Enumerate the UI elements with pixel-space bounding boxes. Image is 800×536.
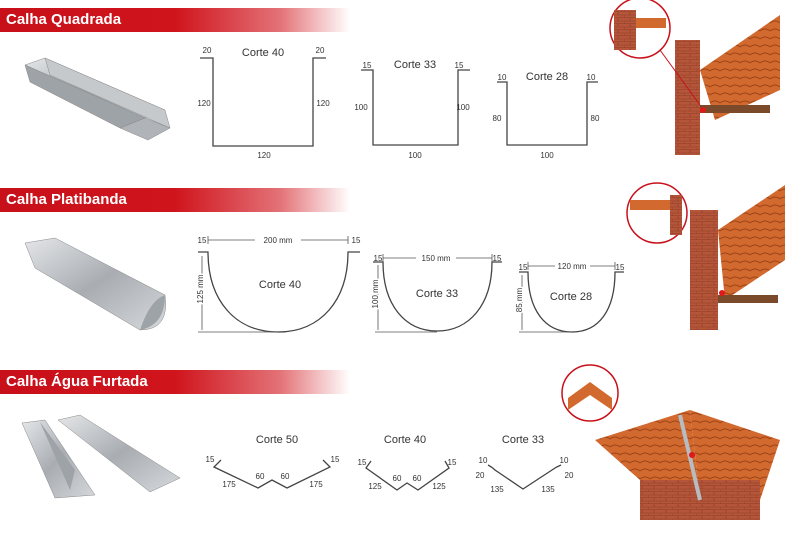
dimension-label: 100: [540, 151, 554, 160]
valley-gutter-image: [21, 414, 181, 499]
banner-calha-agua-furtada: Calha Água Furtada: [0, 370, 350, 394]
section-title: Calha Quadrada: [6, 11, 122, 28]
cut-name: Corte 50: [256, 434, 298, 446]
dimension-label: 20: [316, 46, 325, 55]
dimension-label: 80: [493, 114, 502, 123]
dimension-label: 135: [541, 485, 555, 494]
dimension-label: 10: [498, 73, 507, 82]
banner-calha-quadrada: Calha Quadrada: [0, 8, 350, 32]
dimension-label: 150 mm: [422, 254, 451, 263]
square-gutter-image: [24, 57, 171, 141]
dimension-label: 15: [616, 263, 625, 272]
dimension-label: 60: [413, 474, 422, 483]
dimension-label: 135: [490, 485, 504, 494]
valley-gutter-roof-illustration: [561, 364, 780, 520]
dimension-label: 15: [358, 458, 367, 467]
dimension-label: 60: [256, 472, 265, 481]
square-cut-28: 10 Corte 28 10 80 80 100: [493, 71, 600, 160]
cut-name: Corte 40: [384, 434, 426, 446]
dimension-label: 200 mm: [264, 236, 293, 245]
dimension-label: 80: [591, 114, 600, 123]
dimension-label: 15: [519, 263, 528, 272]
cut-name: Corte 33: [416, 288, 458, 300]
parapet-gutter-roof-illustration: [626, 182, 785, 330]
section-title: Calha Platibanda: [6, 191, 127, 208]
square-cut-40: 20 Corte 40 20 120 120 120: [197, 46, 330, 160]
dimension-label: 120: [257, 151, 271, 160]
dimension-label: 125 mm: [196, 274, 205, 303]
dimension-label: 60: [393, 474, 402, 483]
cut-name: Corte 40: [259, 279, 301, 291]
dimension-label: 20: [203, 46, 212, 55]
dimension-label: 15: [352, 236, 361, 245]
section-title: Calha Água Furtada: [6, 373, 148, 390]
dimension-label: 15: [455, 61, 464, 70]
dimension-label: 120: [197, 99, 211, 108]
half-round-gutter-image: [24, 237, 166, 331]
cut-name: Corte 33: [502, 434, 544, 446]
dimension-label: 15: [448, 458, 457, 467]
dimension-label: 15: [198, 236, 207, 245]
dimension-label: 120 mm: [558, 262, 587, 271]
cut-name: Corte 40: [242, 47, 284, 59]
dimension-label: 20: [565, 471, 574, 480]
dimension-label: 15: [374, 254, 383, 263]
half-round-cut-40: 15 200 mm 15 125 mm Corte 40: [195, 236, 361, 333]
dimension-label: 100 mm: [371, 279, 380, 308]
dimension-label: 85 mm: [515, 287, 524, 312]
valley-cut-40: Corte 40 15 125 60 60 125 15: [358, 434, 457, 491]
valley-cut-33: Corte 33 10 20 135 135 10 20: [476, 434, 574, 494]
dimension-label: 10: [479, 456, 488, 465]
cut-name: Corte 33: [394, 59, 436, 71]
dimension-label: 10: [560, 456, 569, 465]
dimension-label: 15: [363, 61, 372, 70]
dimension-label: 175: [309, 480, 323, 489]
square-cut-33: 15 Corte 33 15 100 100 100: [354, 59, 470, 160]
dimension-label: 20: [476, 471, 485, 480]
dimension-label: 125: [368, 482, 382, 491]
dimension-label: 15: [331, 455, 340, 464]
cut-name: Corte 28: [526, 71, 568, 83]
dimension-label: 60: [281, 472, 290, 481]
banner-calha-platibanda: Calha Platibanda: [0, 188, 350, 212]
valley-cut-50: Corte 50 15 175 60 60 175 15: [206, 434, 340, 489]
dimension-label: 120: [316, 99, 330, 108]
dimension-label: 10: [587, 73, 596, 82]
cut-name: Corte 28: [550, 291, 592, 303]
dimension-label: 15: [493, 254, 502, 263]
dimension-label: 100: [456, 103, 470, 112]
dimension-label: 100: [354, 103, 368, 112]
half-round-cut-33: 15 150 mm 15 100 mm Corte 33: [370, 254, 502, 333]
dimension-label: 175: [222, 480, 236, 489]
dimension-label: 15: [206, 455, 215, 464]
square-gutter-roof-illustration: [609, 0, 780, 155]
dimension-label: 125: [432, 482, 446, 491]
half-round-cut-28: 15 120 mm 15 85 mm Corte 28: [514, 262, 625, 333]
dimension-label: 100: [408, 151, 422, 160]
